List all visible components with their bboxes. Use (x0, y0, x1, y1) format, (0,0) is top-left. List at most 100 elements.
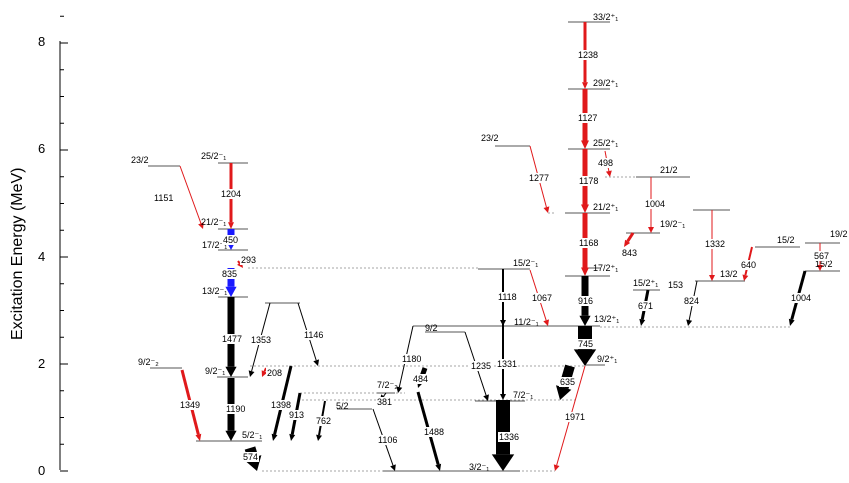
transition-arrow-head (491, 454, 515, 471)
transition-energy-label: 567 (814, 251, 829, 261)
tick-label-4: 4 (38, 249, 45, 264)
transition-label-background (270, 400, 293, 410)
transition-arrow-head (225, 366, 237, 377)
transition-label-background (528, 173, 551, 183)
levels-group (148, 21, 840, 472)
transition-label-background (315, 416, 333, 426)
transition-energy-label: 498 (598, 158, 613, 168)
transition-label-background (578, 176, 600, 186)
level-label: 23/2 (131, 155, 149, 165)
transition-arrow-shaft (179, 165, 202, 224)
level-label: 19/2 (830, 229, 848, 239)
transition-energy-label: 835 (222, 269, 237, 279)
transition-energy-label: 1398 (271, 400, 291, 410)
transition-arrow-head (581, 267, 589, 276)
transition-energy-label: 1204 (221, 189, 241, 199)
transition-arrow-head (581, 204, 589, 213)
level-label: 5/2 (336, 401, 349, 411)
transition-energy-label: 293 (241, 255, 256, 265)
transition-arrow-head (248, 370, 255, 377)
level-label: 33/2⁺₁ (593, 12, 618, 22)
transition-label-background (497, 292, 518, 302)
transition-energy-label: 1004 (645, 199, 665, 209)
tick-label-6: 6 (38, 141, 45, 156)
transition-label-background (704, 239, 727, 249)
transition-arrow-head (500, 320, 506, 326)
level-label: 15/2 (777, 235, 795, 245)
transition-label-background (740, 260, 758, 270)
transition-energy-label: 824 (684, 296, 699, 306)
level-label: 25/2⁻₁ (201, 151, 226, 161)
transition-energy-label: 484 (413, 374, 428, 384)
transition-energy-label: 1238 (578, 50, 598, 60)
transition-arrow-head (581, 140, 589, 149)
level-label: 21/2⁺₁ (593, 202, 618, 212)
level-label: 19/2⁻₁ (660, 219, 685, 229)
transition-energy-label: 1235 (471, 361, 491, 371)
transition-label-background (578, 238, 600, 248)
level-label: 17/2⁻₁ (202, 240, 227, 250)
transition-arrow-head (500, 394, 506, 400)
transition-energy-label: 745 (578, 339, 593, 349)
transition-energy-label: 916 (578, 296, 593, 306)
transition-energy-label: 381 (377, 397, 392, 407)
transition-label-background (225, 404, 247, 414)
transition-label-background (266, 368, 284, 378)
transition-arrow-head (195, 433, 202, 441)
transition-label-background (813, 251, 831, 261)
level-label: 5/2⁻₁ (242, 430, 262, 440)
transition-energy-label: 1168 (579, 238, 598, 248)
transition-energy-label: 913 (289, 410, 304, 420)
transition-arrow-head (553, 464, 560, 471)
transition-arrow-head (225, 430, 237, 441)
level-label: 15/2 (815, 259, 833, 269)
level-label: 15/2⁻₁ (513, 258, 538, 268)
level-label: 9/2⁺₁ (597, 354, 617, 364)
transition-energy-label: 1106 (378, 435, 397, 445)
transition-arrow-head (686, 319, 693, 326)
level-label: 15/2⁺₁ (633, 278, 658, 288)
transition-label-background (401, 354, 423, 364)
transition-label-background (564, 412, 587, 422)
transition-arrow-shaft (626, 232, 635, 243)
transition-arrow-head (639, 318, 646, 326)
transition-arrow-head (390, 464, 396, 471)
transition-energy-label: 1146 (304, 330, 323, 340)
transition-arrow-head (228, 222, 234, 229)
level-label: 25/2⁺₁ (593, 138, 618, 148)
transition-arrow-head (313, 359, 320, 366)
y-axis-ticks (60, 15, 68, 472)
level-label: 3/2⁻₁ (469, 462, 489, 472)
level-label: 21/2⁻₁ (201, 217, 226, 227)
level-label: 7/2⁻₂ (377, 380, 398, 390)
transition-arrow-head (555, 385, 572, 400)
transition-arrow-head (582, 82, 588, 89)
transition-label-background (790, 293, 813, 303)
transition-label-background (240, 255, 258, 265)
transition-arrow-head (396, 386, 403, 393)
transition-label-background (559, 377, 577, 387)
tick-label-0: 0 (38, 463, 45, 478)
transition-energy-label: 1277 (529, 173, 549, 183)
transition-label-background (577, 339, 595, 349)
transition-label-background (577, 50, 600, 60)
transition-arrow-head (579, 315, 591, 326)
transition-label-background (667, 280, 685, 290)
level-label: 13/2⁺₁ (594, 314, 619, 324)
transition-energy-label: 1004 (791, 293, 811, 303)
transition-label-background (376, 397, 394, 407)
transition-energy-label: 843 (622, 248, 637, 258)
transition-energy-label: 1331 (497, 359, 517, 369)
transition-energy-label: 1971 (565, 412, 585, 422)
transition-label-background (222, 235, 240, 245)
level-label: 29/2⁺₁ (593, 78, 618, 88)
transition-arrow-head (605, 170, 612, 177)
transition-arrow-shaft (237, 260, 241, 264)
transition-arrow-shaft (383, 392, 387, 397)
transition-energy-label: 153 (668, 280, 683, 290)
transition-arrow-head (198, 222, 204, 229)
tick-label-2: 2 (38, 356, 45, 371)
transition-label-background (221, 334, 244, 344)
